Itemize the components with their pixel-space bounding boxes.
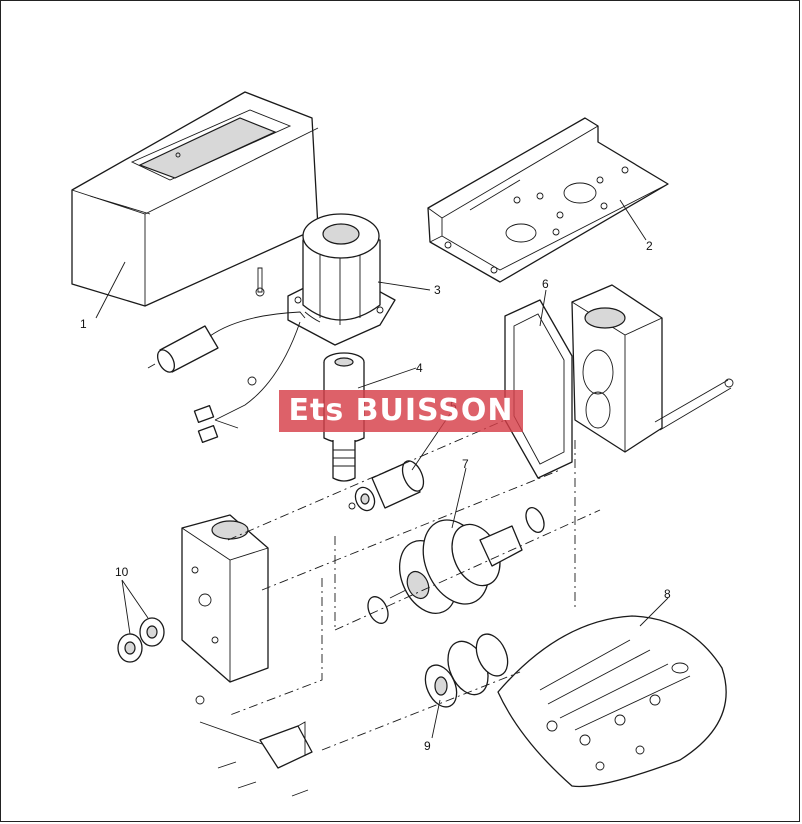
callout-10: 10 <box>115 565 129 579</box>
part-1-cover <box>71 91 319 307</box>
part-9-drive-gear <box>424 633 509 708</box>
part-7-gear <box>389 519 523 614</box>
capacitor-cable <box>147 311 321 444</box>
gear-housing <box>571 284 734 453</box>
assembly-center-lines <box>227 419 601 751</box>
callout-6: 6 <box>542 277 549 291</box>
part-2-bracket <box>427 117 669 283</box>
limit-switch <box>195 695 313 797</box>
callout-7: 7 <box>462 457 469 471</box>
callout-4: 4 <box>416 361 423 375</box>
watermark-banner: Ets BUISSON <box>279 390 523 432</box>
flange-housing <box>181 514 269 683</box>
callout-9: 9 <box>424 739 431 753</box>
callout-3: 3 <box>434 283 441 297</box>
leader-lines <box>95 199 669 739</box>
callout-1: 1 <box>80 317 87 331</box>
part-5-pinion <box>348 460 425 512</box>
part-8-fastener-kit <box>497 615 727 788</box>
callout-2: 2 <box>646 239 653 253</box>
part-6-gasket <box>504 299 573 479</box>
part-10-seals <box>117 617 165 663</box>
part-3-motor <box>255 213 396 346</box>
o-rings <box>367 507 545 624</box>
callout-8: 8 <box>664 587 671 601</box>
